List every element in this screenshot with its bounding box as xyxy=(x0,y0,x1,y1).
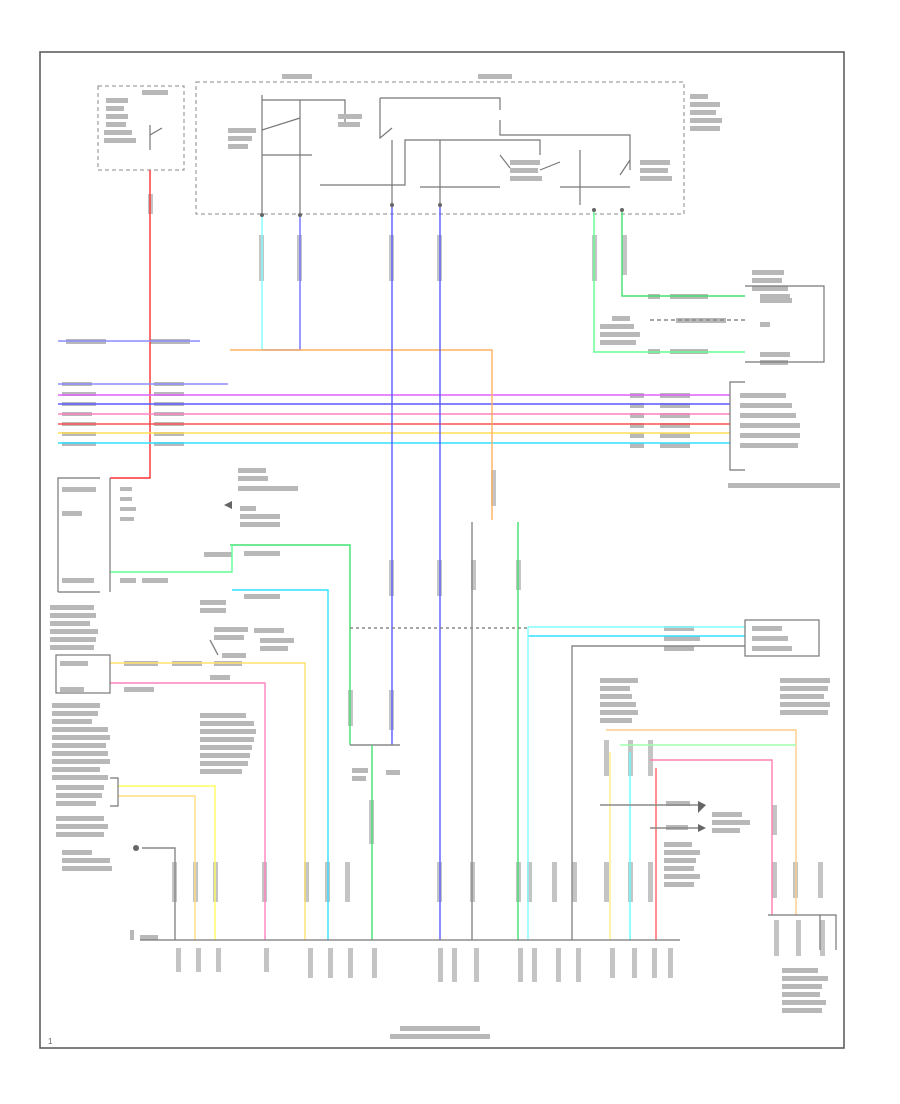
wire-gray-right xyxy=(571,645,745,940)
wire-light-yellow-lower xyxy=(118,795,196,940)
wire-yellow-switch xyxy=(110,662,306,940)
wire-labels-vertical xyxy=(148,194,825,982)
wires xyxy=(58,170,821,950)
label-blocks xyxy=(50,74,840,1039)
page-number: 1 xyxy=(48,1037,53,1046)
connector-markers xyxy=(133,203,706,851)
module-brackets xyxy=(55,285,837,950)
wire-pink-switch xyxy=(110,682,266,940)
wire-orange-right xyxy=(606,729,797,915)
wire-gray-switch xyxy=(209,639,219,656)
wire-violet-300 xyxy=(262,215,301,351)
relay-internals xyxy=(149,95,631,215)
wire-green-350 xyxy=(230,544,351,745)
wire-orange xyxy=(230,349,493,520)
wire-green-622 xyxy=(621,210,745,297)
wire-pink-right xyxy=(650,759,773,915)
wire-green-594 xyxy=(593,210,745,353)
wire-cyan-mid xyxy=(232,589,329,940)
wire-red xyxy=(110,170,151,479)
top-left-module-box xyxy=(97,85,185,171)
wire-green-line-mid xyxy=(110,545,233,573)
wire-gray-lower xyxy=(142,847,176,940)
wire-yellow-lower xyxy=(118,785,216,940)
diagram-border xyxy=(39,51,845,1049)
